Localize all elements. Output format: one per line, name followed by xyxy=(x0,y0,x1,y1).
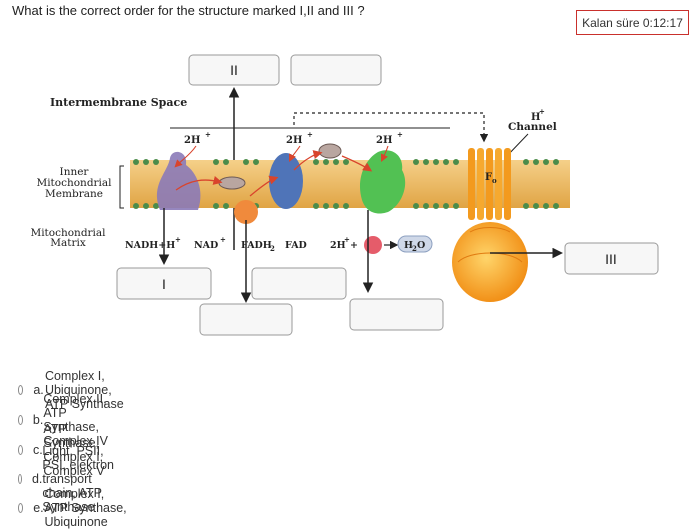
matrix-label-1: Mitochondrial xyxy=(30,227,106,239)
option-letter: e. xyxy=(33,501,44,515)
fadh2-label: FADH xyxy=(241,240,272,251)
matrix-label-2: Matrix xyxy=(50,237,86,249)
option-text: ATP Synthase, Complex I, Complex V xyxy=(43,422,105,478)
option-letter: d. xyxy=(31,472,43,486)
option-text: Light, PSII, PSI, elektron transport cha… xyxy=(42,444,114,514)
nad-label: NAD xyxy=(194,240,218,251)
label-box-I xyxy=(116,267,212,300)
fad-label: FAD xyxy=(285,240,307,251)
svg-text:+: + xyxy=(307,130,313,139)
etc-diagram: II Intermembrane Space Inner Mitochondri… xyxy=(30,54,659,336)
radio-icon[interactable] xyxy=(18,415,23,425)
option-text: Complex I, Ubiquinone, ATP Synthase xyxy=(44,369,124,411)
radio-icon[interactable] xyxy=(18,385,24,395)
option-b[interactable]: b. Complex II, ATP Synthase, Complex IV xyxy=(18,392,122,448)
oxygen-blob xyxy=(364,236,382,254)
label-box-II xyxy=(188,54,280,86)
blank-box-low-left xyxy=(199,303,293,336)
timer-badge: Kalan süre 0:12:17 xyxy=(576,10,689,35)
option-e[interactable]: e. Complex I, ATP Synthase, Ubiquinone xyxy=(18,487,129,529)
svg-text:+: + xyxy=(175,235,181,244)
svg-text:+: + xyxy=(220,235,226,244)
two-h-label-1: 2H xyxy=(184,135,200,146)
water-label: H xyxy=(404,240,413,251)
nadh-label: NADH+H xyxy=(125,240,175,251)
option-letter: a. xyxy=(33,383,44,397)
svg-text:+: + xyxy=(539,107,545,116)
radio-icon[interactable] xyxy=(18,503,24,513)
blank-box-low-right xyxy=(349,298,444,331)
svg-text:+: + xyxy=(344,235,350,244)
svg-text:+: + xyxy=(397,130,403,139)
inner-label-1: Inner xyxy=(60,166,90,178)
two-h-label-3: 2H xyxy=(376,135,392,146)
blank-box-top xyxy=(290,54,382,86)
two-h-label-2: 2H xyxy=(286,135,302,146)
option-letter: b. xyxy=(32,413,44,427)
fo-label: F xyxy=(485,172,492,183)
complex-i-shape xyxy=(156,151,201,210)
inner-label-2: Mitochondrial xyxy=(36,177,112,189)
blank-box-mid xyxy=(251,267,347,300)
option-text: Complex II, ATP Synthase, Complex IV xyxy=(43,392,108,448)
atp-synthase-head xyxy=(452,222,528,302)
two-h-matrix-label: 2H xyxy=(330,240,346,251)
option-letter: c. xyxy=(32,443,43,457)
ubiquinone-1 xyxy=(218,176,246,190)
intermembrane-label: Intermembrane Space xyxy=(50,96,187,109)
svg-text:2: 2 xyxy=(270,244,275,253)
marker-I: I xyxy=(162,276,166,292)
marker-II: II xyxy=(230,62,238,78)
inner-label-3: Membrane xyxy=(45,188,103,200)
svg-text:o: o xyxy=(492,176,497,185)
option-c[interactable]: c. ATP Synthase, Complex I, Complex V xyxy=(18,422,122,478)
question-text: What is the correct order for the struct… xyxy=(12,3,365,18)
svg-text:2: 2 xyxy=(412,244,417,253)
cytochrome-c xyxy=(318,143,342,159)
complex-iii-shape xyxy=(269,153,303,209)
radio-icon[interactable] xyxy=(18,445,23,455)
svg-text:O: O xyxy=(417,240,425,251)
svg-text:+: + xyxy=(205,130,211,139)
radio-icon[interactable] xyxy=(18,474,22,484)
h-channel-h: H xyxy=(531,112,540,123)
membrane-heads-top xyxy=(133,159,559,165)
label-box-III xyxy=(564,242,659,275)
option-a[interactable]: a. Complex I, Ubiquinone, ATP Synthase xyxy=(18,369,133,411)
option-d[interactable]: d. Light, PSII, PSI, elektron transport … xyxy=(18,444,118,514)
h-channel-label: Channel xyxy=(508,121,557,133)
marker-III: III xyxy=(605,251,617,267)
complex-ii-shape xyxy=(234,200,258,224)
svg-text:+: + xyxy=(350,240,358,251)
option-text: Complex I, ATP Synthase, Ubiquinone xyxy=(44,487,127,529)
fo-channel xyxy=(468,148,511,220)
